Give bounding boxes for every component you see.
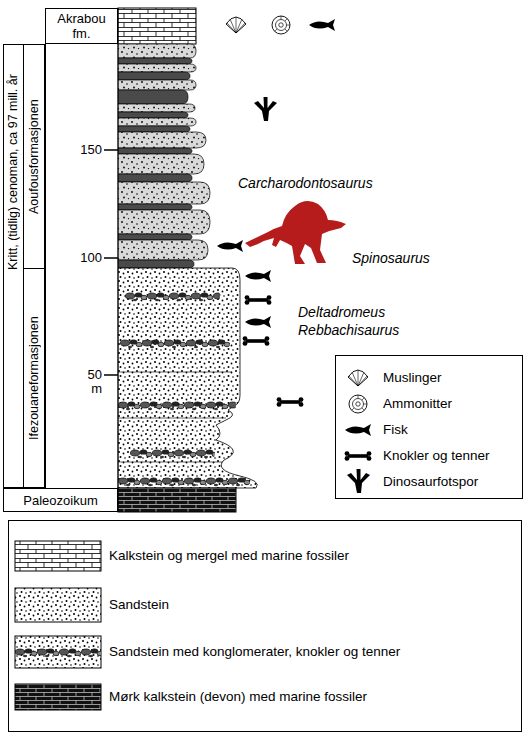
legend-text: Muslinger — [383, 370, 442, 386]
era-box: Paleozoikum — [3, 488, 118, 512]
box-label: Paleozoikum — [23, 493, 97, 508]
spinosaurus-silhouette — [245, 201, 346, 264]
legend-symbols — [345, 370, 372, 493]
box-label: Aoufousformasjonen — [24, 45, 45, 268]
legend-text: Knokler og tenner — [383, 448, 490, 464]
formation-box: Akrabou fm. — [45, 8, 118, 44]
scale-value: 50 — [84, 367, 102, 382]
formation-box: Ifezouaneformasjonen — [23, 268, 46, 489]
taxon-name: Deltadromeus — [298, 304, 385, 320]
taxon-name: Spinosaurus — [352, 250, 430, 266]
legend-text: Kalkstein og mergel med marine fossiler — [109, 548, 349, 564]
dark-limestone-bed — [118, 488, 236, 512]
scale-value: 100 — [78, 250, 102, 265]
conglomerate-layers — [118, 290, 250, 487]
box-label: Kritt, (tidlig) cenoman, ca 97 mill. år — [4, 47, 23, 297]
legend-text: Mørk kalkstein (devon) med marine fossil… — [109, 689, 367, 705]
legend-text: Ammonitter — [383, 396, 452, 412]
legend-text: Sandstein med konglomerater, knokler og … — [109, 644, 400, 660]
scale-ticks — [104, 150, 118, 375]
legend-frame — [336, 356, 523, 499]
limestone-marl-bed — [118, 8, 196, 44]
scale-unit: m — [84, 381, 102, 396]
ifezouane-sandstone — [118, 268, 257, 488]
legend-text: Dinosaurfotspor — [383, 474, 478, 490]
column-axis — [118, 8, 119, 512]
taxon-name: Carcharodontosaurus — [238, 175, 373, 191]
box-label: Akrabou fm. — [51, 11, 113, 41]
formation-box: Aoufousformasjonen — [23, 44, 46, 269]
scale-value: 150 — [78, 142, 102, 157]
lithology-swatches — [15, 541, 101, 710]
legend-frame — [9, 521, 522, 732]
box-label: Ifezouaneformasjonen — [24, 269, 45, 488]
legend-text: Fisk — [383, 422, 408, 438]
taxon-name: Rebbachisaurus — [298, 322, 399, 338]
period-box: Kritt, (tidlig) cenoman, ca 97 mill. årA… — [3, 44, 45, 488]
aoufous-beds — [118, 44, 210, 268]
legend-text: Sandstein — [109, 597, 169, 613]
